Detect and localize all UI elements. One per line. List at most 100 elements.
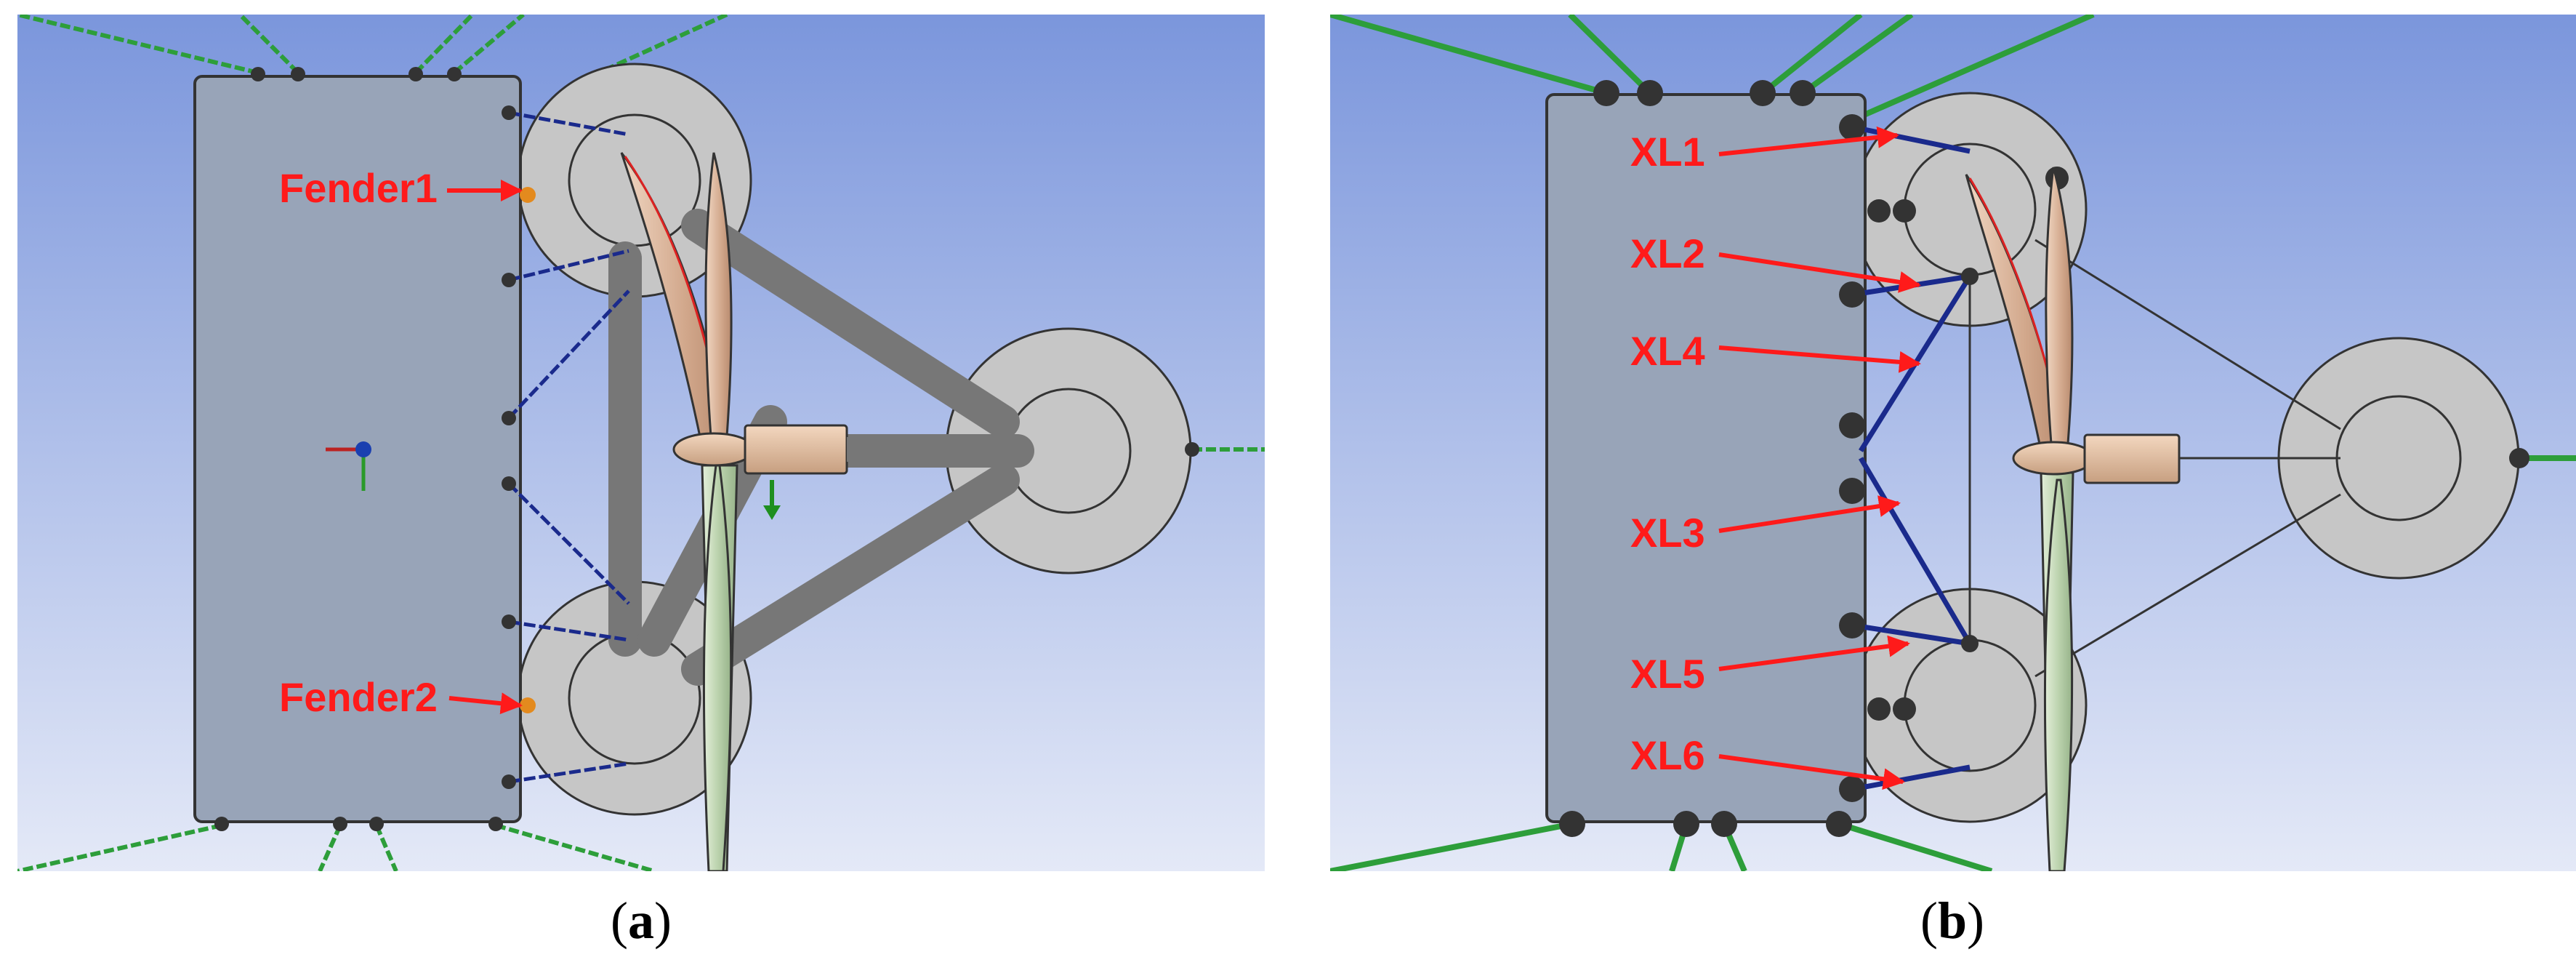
fairlead — [1961, 635, 1979, 652]
barge — [1545, 93, 1867, 823]
fairlead — [502, 774, 516, 789]
xl4-label: XL4 — [1630, 328, 1705, 374]
fairlead — [1867, 199, 1891, 223]
buoy-lower-inner — [1903, 638, 2037, 772]
connection-lines — [1968, 239, 2341, 678]
fairlead — [1839, 478, 1865, 504]
fairlead — [447, 67, 462, 81]
xl1-arrow — [1718, 126, 1899, 156]
truss-brace — [681, 209, 1020, 439]
buoys — [1852, 92, 2520, 823]
mooring-lines — [1330, 15, 2576, 871]
hawser — [508, 249, 629, 282]
fairlead — [1867, 697, 1891, 721]
panel-b: XL1 XL2 XL4 XL3 XL5 XL6 — [1330, 15, 2576, 871]
fairlead — [2509, 448, 2529, 468]
fairlead — [1637, 80, 1663, 106]
hawser-xl3 — [1858, 457, 1973, 645]
xl3-label: XL3 — [1630, 510, 1705, 556]
blade-lower — [2043, 479, 2074, 871]
hawser-xl6 — [1853, 764, 1971, 792]
hawser-xl5 — [1853, 622, 1971, 646]
xl1-label: XL1 — [1630, 129, 1705, 175]
xl2-arrow — [1718, 252, 1921, 293]
buoy-upper-inner — [1903, 143, 2037, 276]
coordinate-triad-icon — [326, 441, 371, 491]
hub — [2012, 441, 2095, 476]
mooring-line — [17, 823, 222, 871]
fairlead — [488, 817, 503, 831]
blade-lower — [702, 464, 733, 871]
fairlead — [1839, 612, 1865, 638]
buoy-right-inner — [2335, 395, 2462, 521]
fender2-label: Fender2 — [279, 674, 438, 720]
caption-a: (a) — [611, 892, 672, 950]
mooring-line — [1838, 821, 1993, 871]
hawser-xl1 — [1853, 124, 1971, 154]
fairlead — [502, 411, 516, 425]
xl2-label: XL2 — [1630, 231, 1705, 276]
fairleads — [1559, 80, 2529, 837]
fairlead — [1185, 442, 1199, 457]
fairlead — [502, 105, 516, 120]
hawser — [507, 289, 630, 420]
hub — [672, 432, 755, 467]
fender-1 — [520, 187, 536, 203]
fender2-arrow — [448, 692, 523, 715]
truss-brace — [681, 463, 1020, 686]
fairlead — [1593, 80, 1619, 106]
fairlead — [1961, 268, 1979, 285]
xl6-label: XL6 — [1630, 732, 1705, 778]
fairlead — [1790, 80, 1816, 106]
nacelle — [744, 424, 848, 475]
fairlead — [1750, 80, 1776, 106]
xl6-arrow — [1718, 754, 1905, 790]
mooring-line — [1568, 15, 1652, 95]
fairlead — [1893, 199, 1916, 223]
xl5-label: XL5 — [1630, 651, 1705, 697]
xl4-arrow — [1718, 345, 1921, 373]
fairlead — [1839, 412, 1865, 439]
fairlead — [251, 67, 265, 81]
fairlead — [1711, 811, 1737, 837]
annotations: XL1 XL2 XL4 XL3 XL5 XL6 — [1630, 126, 1921, 790]
fairlead — [1839, 114, 1865, 140]
hawsers — [507, 111, 630, 784]
mooring-line — [374, 824, 398, 871]
fairlead — [1839, 281, 1865, 308]
fairlead — [502, 273, 516, 287]
mooring-line — [318, 824, 342, 871]
fairlead — [1673, 811, 1699, 837]
nacelle — [2083, 433, 2181, 484]
fairlead — [502, 476, 516, 491]
fairlead — [1839, 776, 1865, 802]
mooring-line — [1859, 15, 2095, 119]
fairlead — [1826, 811, 1852, 837]
hawser — [508, 761, 629, 784]
fairlead — [1893, 697, 1916, 721]
fender1-label: Fender1 — [279, 165, 438, 211]
fender-2 — [520, 697, 536, 713]
axis-arrow-icon — [763, 480, 781, 520]
mooring-line — [453, 15, 525, 75]
mooring-line — [1800, 15, 1914, 96]
panel-a: Fender1 Fender2 — [17, 15, 1265, 871]
hawser — [508, 111, 629, 137]
fairlead — [369, 817, 384, 831]
caption-b: (b) — [1920, 892, 1984, 950]
mooring-line — [1330, 15, 1608, 96]
xl5-arrow — [1718, 635, 1910, 671]
fairleads — [214, 67, 1199, 831]
fairlead — [214, 817, 229, 831]
hawser — [508, 620, 629, 642]
fairlead — [502, 614, 516, 629]
mooring-line — [1760, 15, 1863, 96]
hawser — [507, 482, 630, 605]
fairlead — [1559, 811, 1585, 837]
fairlead — [408, 67, 423, 81]
xl3-arrow — [1718, 495, 1901, 533]
fairlead — [291, 67, 305, 81]
mooring-line — [1330, 821, 1573, 871]
fairlead — [333, 817, 347, 831]
